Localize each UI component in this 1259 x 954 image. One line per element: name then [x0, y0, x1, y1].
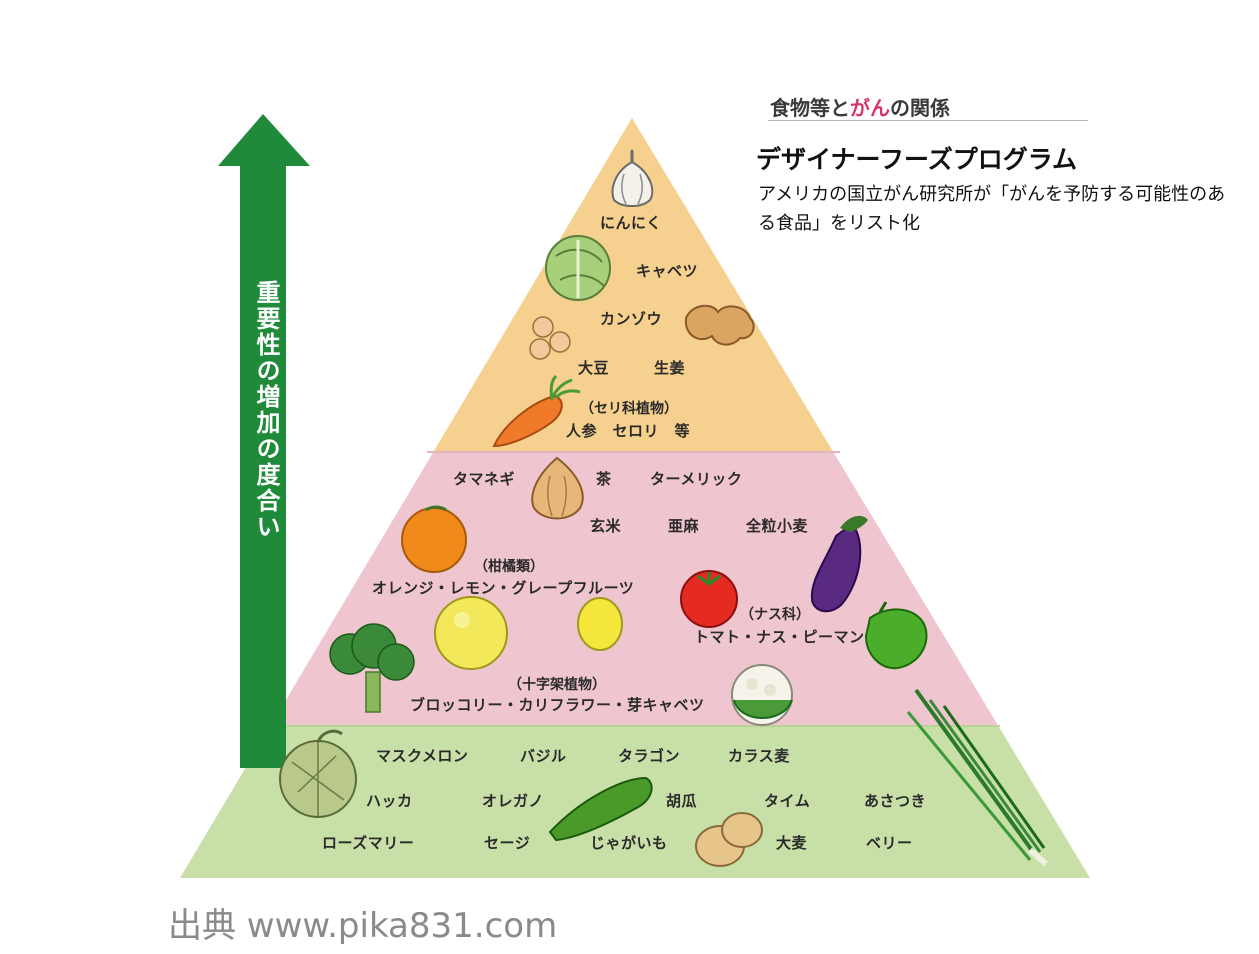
- source-credit: 出典 www.pika831.com: [168, 906, 558, 946]
- onion-icon: [531, 456, 584, 520]
- label-barley: 大麦: [776, 834, 808, 852]
- label-onion: タマネギ: [453, 470, 516, 488]
- importance-axis-label: 重要性の増加の度合い: [252, 280, 280, 540]
- label-tea: 茶: [596, 470, 612, 488]
- carrot-icon: [492, 374, 581, 448]
- label-basil: バジル: [520, 747, 567, 765]
- label-citrus: オレンジ・レモン・グレープフルーツ: [372, 579, 635, 597]
- cauliflower-icon: [731, 664, 793, 726]
- label-berry: ベリー: [866, 834, 913, 852]
- label-brown-rice: 玄米: [590, 517, 622, 535]
- cabbage-icon: [545, 235, 611, 301]
- label-ginger: 生姜: [654, 359, 686, 377]
- label-potato: じゃがいも: [590, 834, 668, 852]
- label-citrus-category: （柑橘類）: [474, 559, 544, 575]
- label-nightshade-category: （ナス科）: [740, 607, 810, 623]
- cucumber-icon: [548, 776, 653, 842]
- label-carrot-celery: 人参 セロリ 等: [566, 422, 691, 440]
- potato-icon: [695, 812, 763, 867]
- grapefruit-icon: [434, 596, 508, 670]
- label-cucumber: 胡瓜: [666, 792, 698, 810]
- label-crucifer-category: （十字架植物）: [508, 677, 606, 693]
- program-description: アメリカの国立がん研究所が「がんを予防する可能性のある食品」をリスト化: [758, 184, 1226, 234]
- label-flax: 亜麻: [668, 517, 700, 535]
- pepper-icon: [864, 601, 928, 670]
- label-chives: あさつき: [864, 792, 927, 810]
- label-tarragon: タラゴン: [618, 747, 681, 765]
- melon-icon: [279, 729, 357, 818]
- label-licorice: カンゾウ: [600, 310, 663, 328]
- header-panel: [752, 132, 1222, 240]
- header-title-pre: 食物等と: [770, 96, 850, 120]
- label-nightshade: トマト・ナス・ピーマン: [694, 628, 865, 646]
- garlic-icon: [611, 150, 654, 207]
- label-garlic: にんにく: [600, 214, 662, 232]
- label-oregano: オレガノ: [482, 792, 545, 810]
- label-whole-wheat: 全粒小麦: [746, 517, 809, 535]
- label-thyme: タイム: [764, 792, 811, 810]
- header-underline: [768, 120, 1088, 121]
- header-title-post: の関係: [890, 96, 950, 120]
- label-rosemary: ローズマリー: [322, 834, 415, 852]
- header-title-accent: がん: [850, 96, 890, 120]
- header-fade-panel: [845, 240, 1100, 450]
- label-crucifer: ブロッコリー・カリフラワー・芽キャベツ: [410, 696, 705, 714]
- soybean-icon: [529, 316, 571, 360]
- orange-icon: [401, 505, 467, 573]
- label-mint: ハッカ: [366, 792, 413, 810]
- program-title: デザイナーフーズプログラム: [756, 145, 1078, 174]
- label-soybean: 大豆: [578, 359, 610, 377]
- label-muskmelon: マスクメロン: [376, 747, 469, 765]
- lemon-icon: [577, 597, 623, 651]
- label-oat: カラス麦: [728, 747, 790, 765]
- ginger-icon: [684, 304, 755, 346]
- chives-icon: [906, 688, 1048, 867]
- broccoli-icon: [329, 623, 415, 713]
- eggplant-icon: [810, 515, 868, 613]
- label-turmeric: ターメリック: [650, 470, 743, 488]
- importance-arrow: [218, 114, 310, 768]
- label-umbellifer-category: （セリ科植物）: [580, 401, 678, 417]
- tomato-icon: [680, 570, 738, 628]
- diagram-header-title: 食物等とがんの関係: [770, 92, 950, 121]
- label-cabbage: キャベツ: [636, 262, 699, 280]
- label-sage: セージ: [484, 834, 531, 852]
